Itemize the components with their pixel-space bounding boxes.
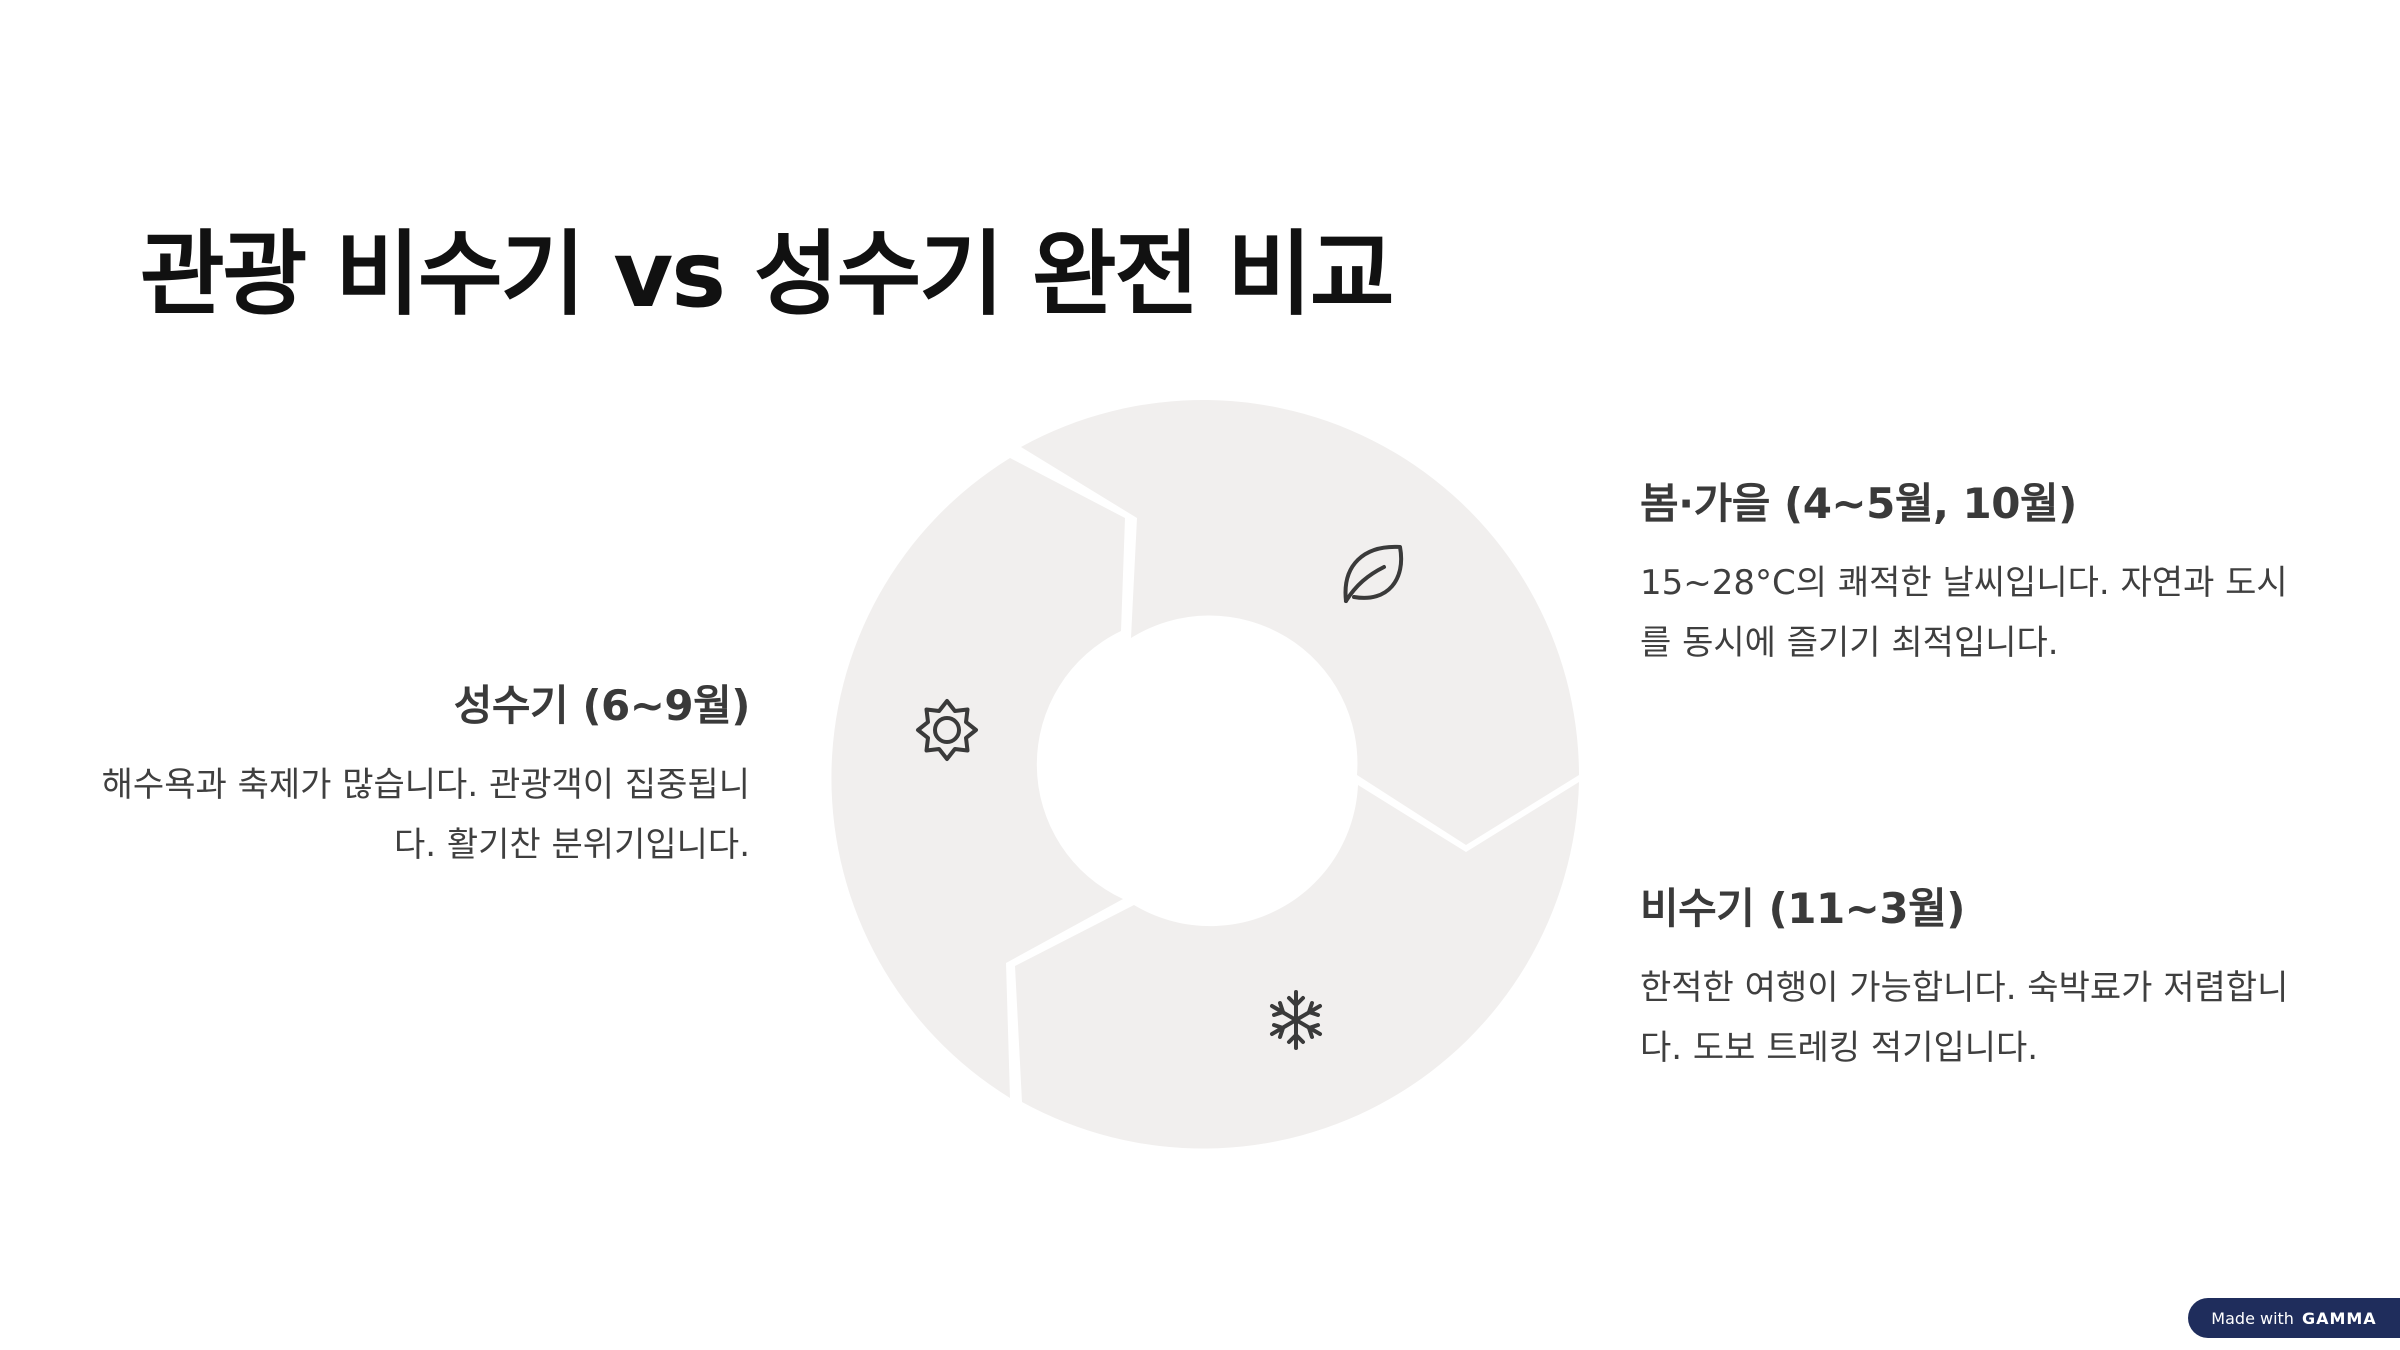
section-off-peak: 비수기 (11~3월) 한적한 여행이 가능합니다. 숙박료가 저렴합니다. 도…	[1640, 875, 2290, 1078]
section-peak: 성수기 (6~9월) 해수욕과 축제가 많습니다. 관광객이 집중됩니다. 활기…	[100, 672, 751, 875]
segment-spring-autumn	[1021, 400, 1579, 845]
gamma-logo: GAMMA	[2301, 1308, 2377, 1328]
cycle-ring	[831, 400, 1579, 1149]
segment-off-peak	[1015, 782, 1579, 1149]
section-heading: 성수기 (6~9월)	[453, 681, 751, 730]
made-with-gamma-badge[interactable]: Made with GAMMA	[2188, 1298, 2400, 1338]
page-title: 관광 비수기 vs 성수기 완전 비교	[140, 221, 1395, 328]
section-heading: 비수기 (11~3월)	[1640, 884, 1965, 933]
section-body: 한적한 여행이 가능합니다. 숙박료가 저렴합니다. 도보 트레킹 적기입니다.	[1640, 968, 2289, 1068]
section-body: 15~28°C의 쾌적한 날씨입니다. 자연과 도시를 동시에 즐기기 최적입니…	[1640, 563, 2288, 663]
snowflake-icon	[1270, 990, 1322, 1050]
section-spring-autumn: 봄·가을 (4~5월, 10월) 15~28°C의 쾌적한 날씨입니다. 자연과…	[1640, 470, 2290, 673]
sun-icon	[916, 699, 978, 761]
section-heading: 봄·가을 (4~5월, 10월)	[1640, 479, 2077, 528]
badge-prefix: Made with	[2211, 1308, 2294, 1328]
segment-peak	[831, 458, 1125, 1098]
leaf-icon	[1343, 544, 1404, 603]
section-body: 해수욕과 축제가 많습니다. 관광객이 집중됩니다. 활기찬 분위기입니다.	[101, 765, 750, 865]
